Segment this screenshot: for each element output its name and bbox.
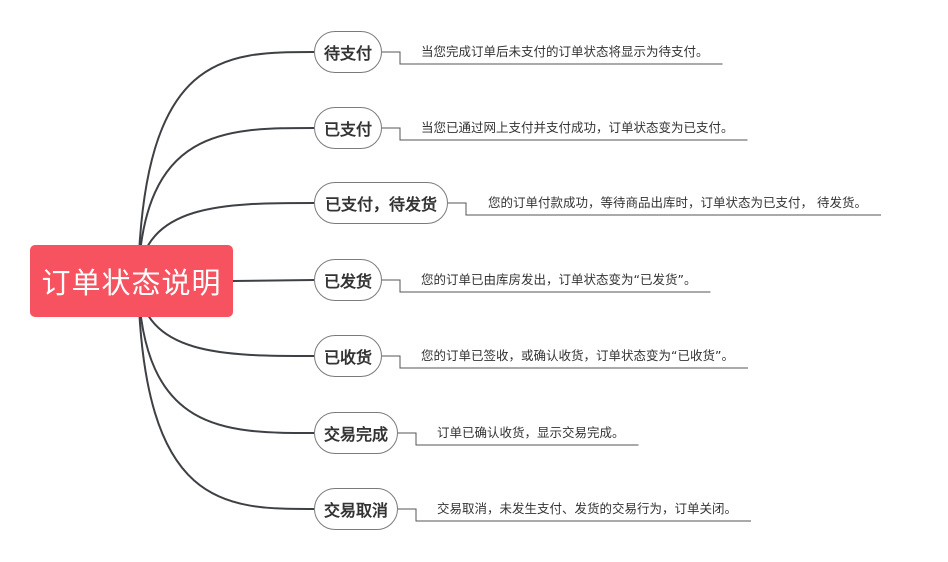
root-topic[interactable]: 订单状态说明 <box>30 245 233 317</box>
description-underline-received <box>382 355 748 369</box>
branch-description-received: 您的订单已签收，或确认收货，订单状态变为“已收货”。 <box>421 348 734 363</box>
connector-transaction-cancelled <box>137 280 315 510</box>
connector-pending-payment <box>137 51 315 282</box>
branch-node-received[interactable]: 已收货 <box>314 335 382 377</box>
branch-description-transaction-complete: 订单已确认收货，显示交易完成。 <box>437 425 625 440</box>
connector-transaction-complete <box>137 280 315 434</box>
description-underline-paid-awaiting-shipment <box>448 202 881 216</box>
branch-node-transaction-cancelled[interactable]: 交易取消 <box>314 488 398 530</box>
branch-node-paid-awaiting-shipment[interactable]: 已支付，待发货 <box>314 182 448 224</box>
description-underline-transaction-complete <box>398 432 639 446</box>
branch-description-paid-awaiting-shipment: 您的订单付款成功，等待商品出库时，订单状态为已支付， 待发货。 <box>488 195 867 210</box>
description-underline-pending-payment <box>382 51 723 65</box>
branch-node-pending-payment[interactable]: 待支付 <box>314 31 382 73</box>
branch-node-transaction-complete[interactable]: 交易完成 <box>314 412 398 454</box>
branch-node-shipped[interactable]: 已发货 <box>314 259 382 301</box>
branch-description-shipped: 您的订单已由库房发出，订单状态变为“已发货”。 <box>421 272 697 287</box>
connector-shipped <box>232 279 315 282</box>
description-underline-paid <box>382 127 748 141</box>
branch-description-transaction-cancelled: 交易取消，未发生支付、发货的交易行为，订单关闭。 <box>437 501 738 516</box>
branch-description-pending-payment: 当您完成订单后未支付的订单状态将显示为待支付。 <box>421 44 709 59</box>
connector-paid <box>137 127 315 282</box>
description-underline-transaction-cancelled <box>398 508 752 522</box>
branch-description-paid: 当您已通过网上支付并支付成功，订单状态变为已支付。 <box>421 120 734 135</box>
description-underline-shipped <box>382 279 711 293</box>
branch-node-paid[interactable]: 已支付 <box>314 107 382 149</box>
